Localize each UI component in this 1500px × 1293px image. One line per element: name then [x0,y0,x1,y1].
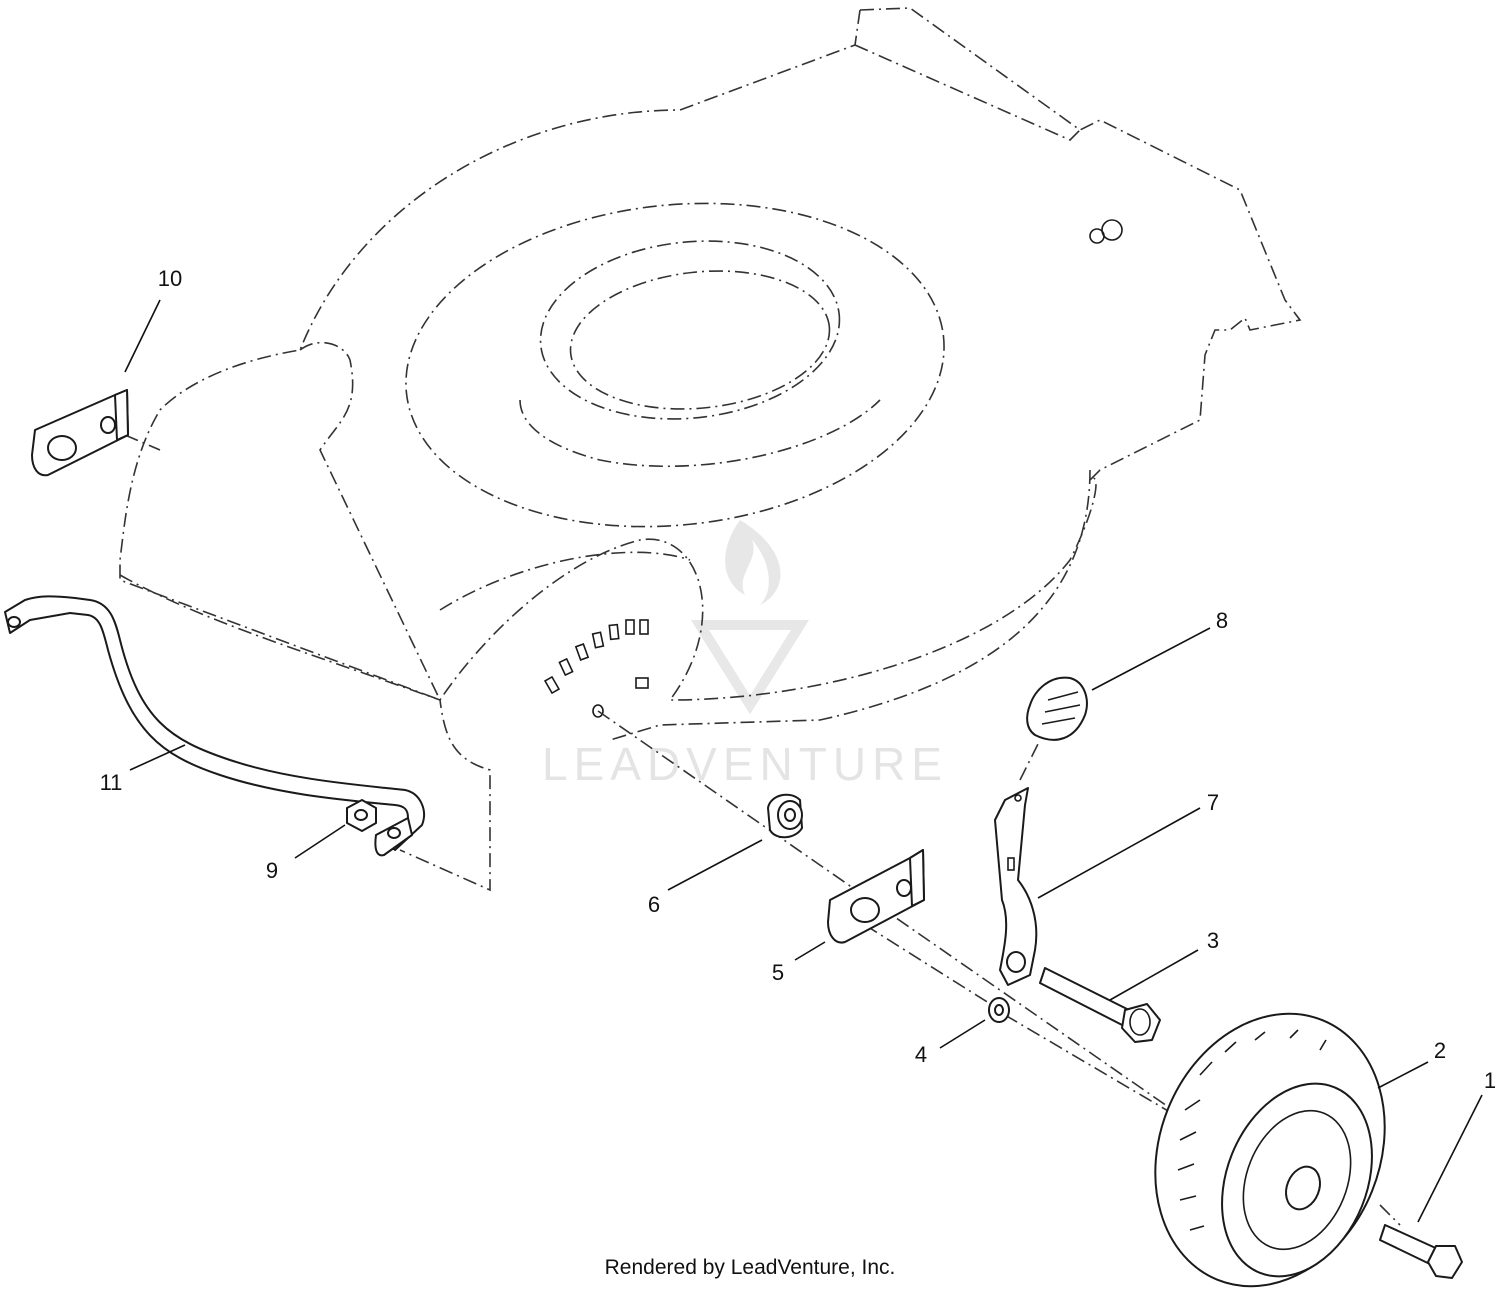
part-5-bracket [827,849,925,944]
callout-8: 8 [1216,608,1228,633]
callout-3: 3 [1207,928,1219,953]
callout-2: 2 [1434,1038,1446,1063]
part-8-lever-grip [1026,676,1088,741]
callout-4: 4 [915,1042,927,1067]
part-9-nut [346,799,377,832]
callout-6: 6 [648,892,660,917]
callout-11: 11 [100,770,123,795]
part-7-lever [994,787,1038,986]
callout-7: 7 [1207,790,1219,815]
callout-1: 1 [1484,1068,1496,1093]
wheel-tread [1177,1029,1327,1231]
callout-5: 5 [772,960,784,985]
explode-axis-lines [124,434,1401,1226]
part-1-wheel-bolt [1379,1224,1463,1279]
part-10-bracket [31,389,129,477]
part-6-spacer [767,793,803,839]
rendered-by-footer: Rendered by LeadVenture, Inc. [604,1256,896,1279]
leader-lines [124,299,1483,1223]
watermark-text: LEADVENTURE [542,738,948,790]
part-3-bolt [1039,967,1161,1043]
deck-vent-slots [543,619,649,695]
leadventure-watermark-logo [690,520,810,715]
callout-10: 10 [158,266,182,291]
callout-9: 9 [266,858,278,883]
part-4-washer [988,997,1010,1023]
mower-deck-outline [119,7,1302,892]
part-11-axle-rod [4,595,425,857]
part-2-wheel [1154,1012,1386,1288]
